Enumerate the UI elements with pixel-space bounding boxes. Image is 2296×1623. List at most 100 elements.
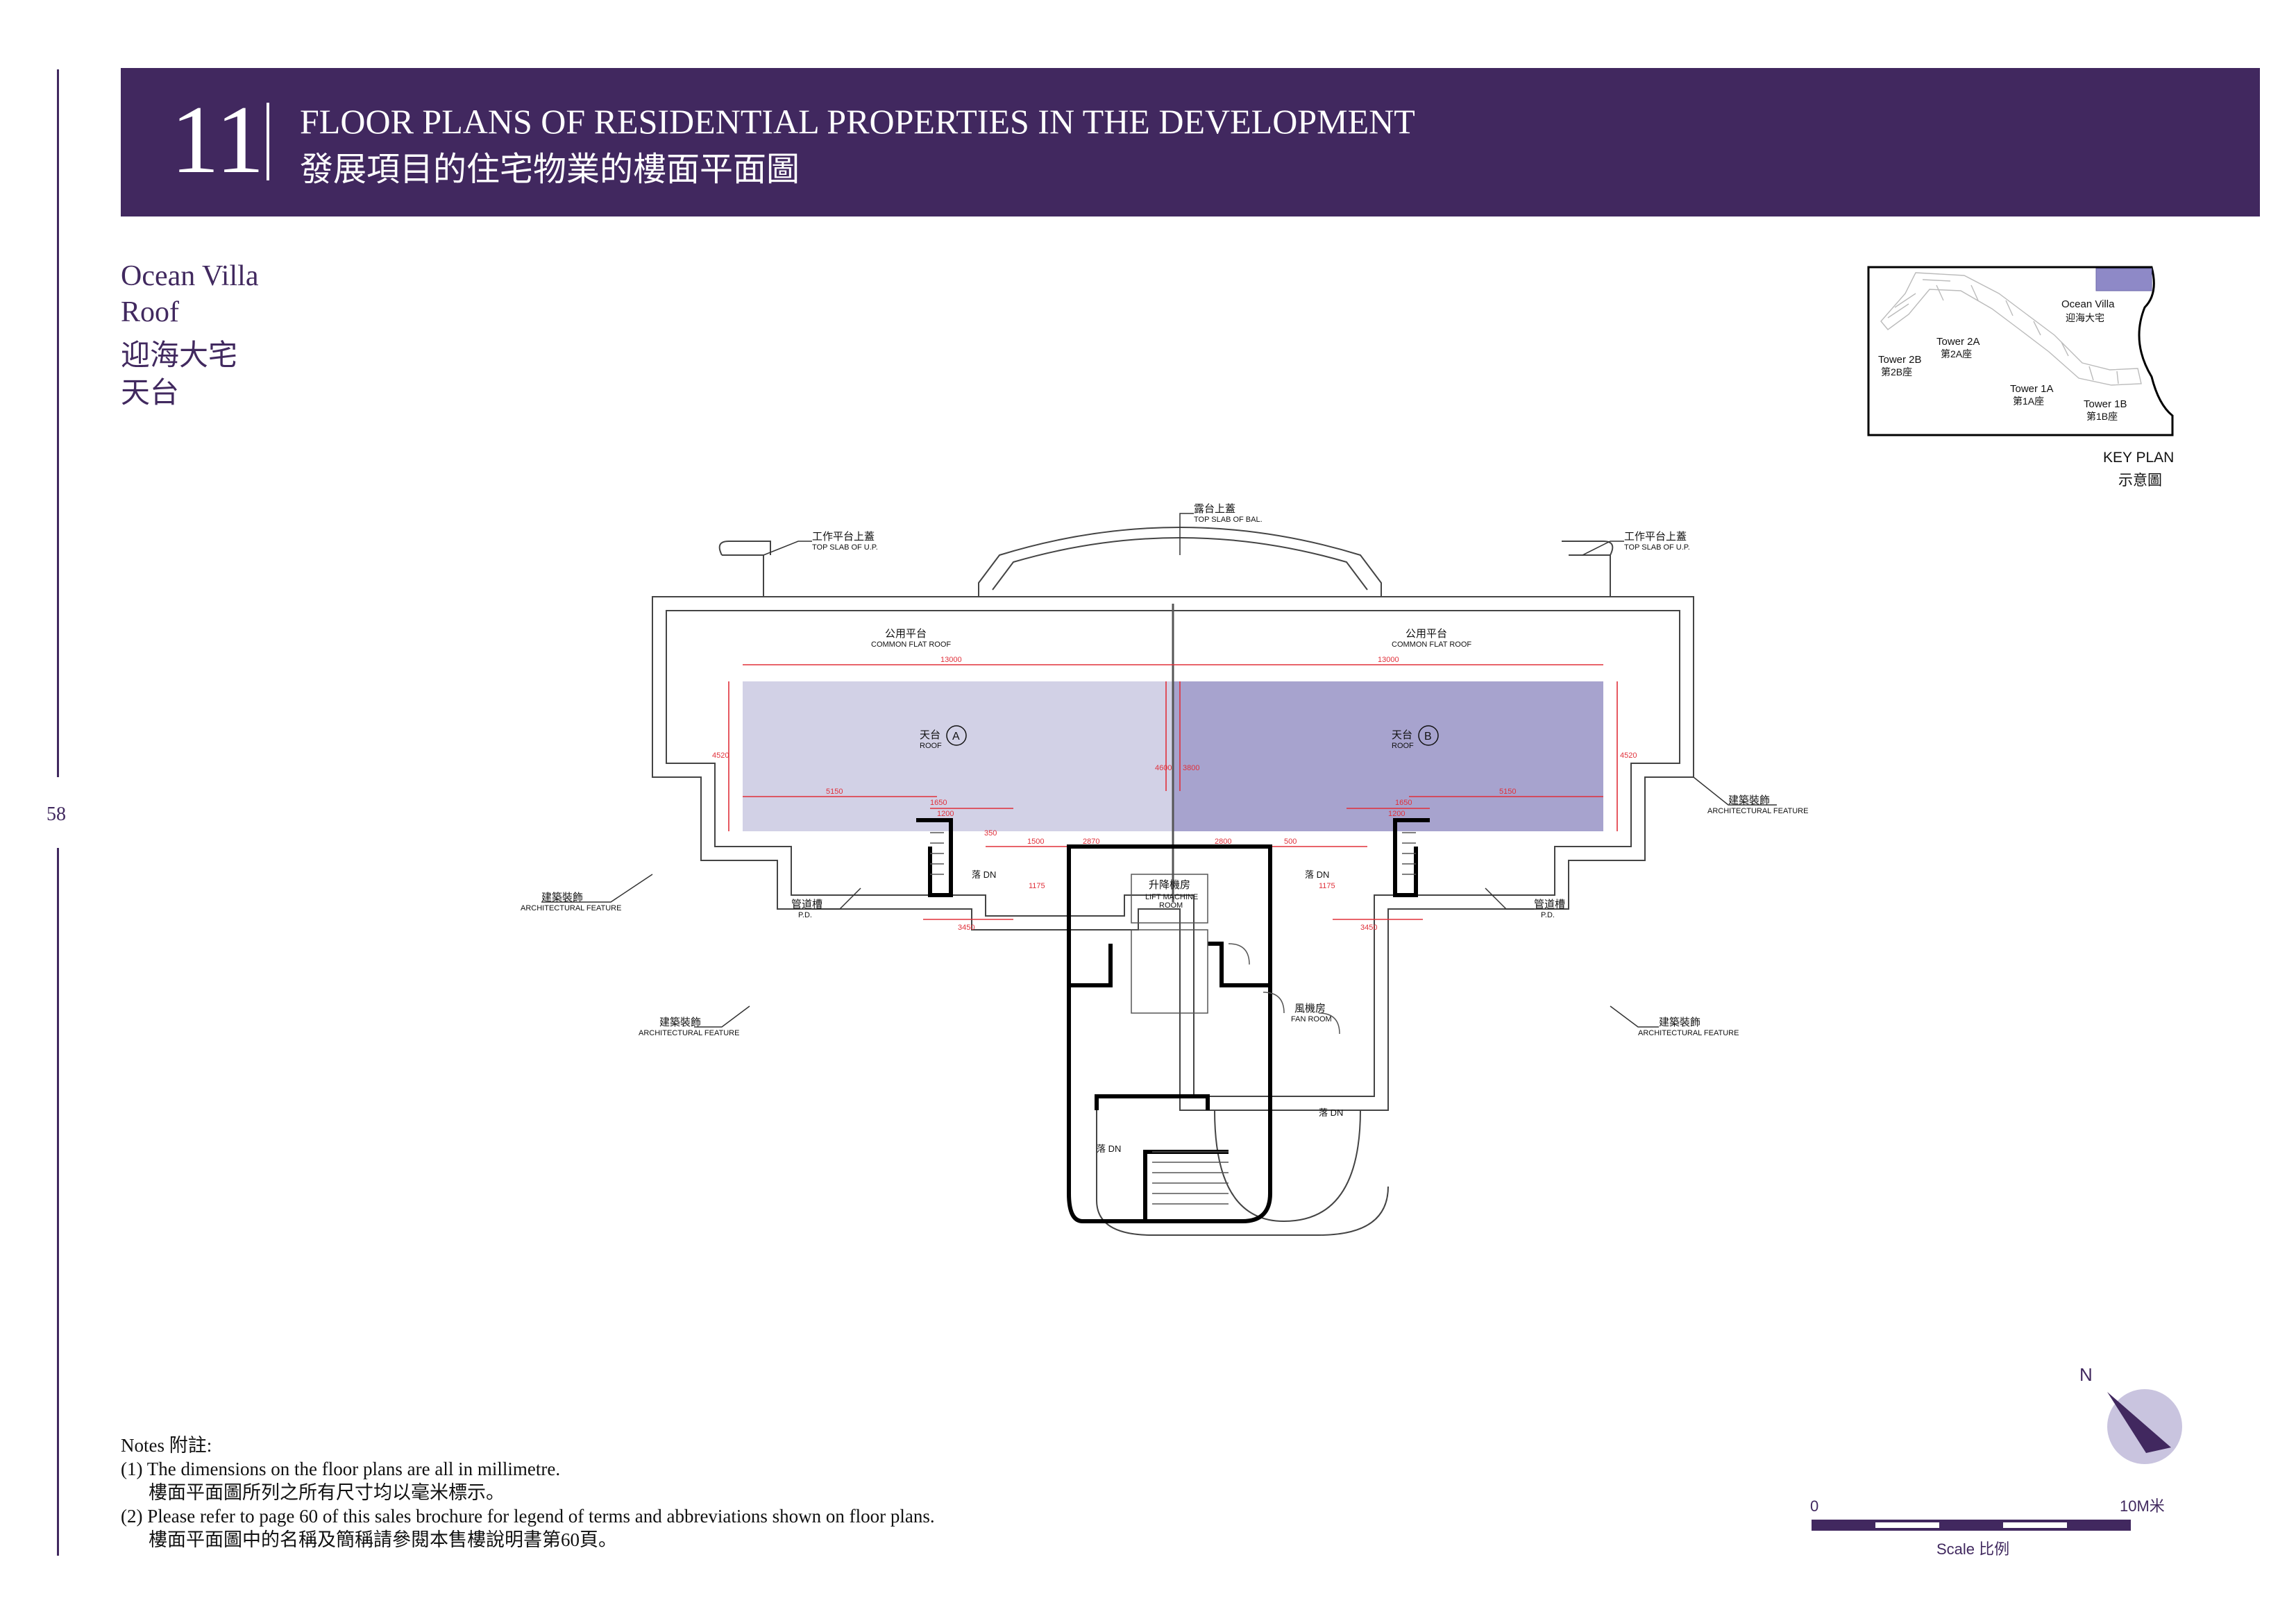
stair-down-left: 落 DN xyxy=(972,869,996,880)
dim-500: 500 xyxy=(1284,838,1297,846)
roof-b-area xyxy=(1173,681,1603,831)
stair-down-lower-right: 落 DN xyxy=(1319,1107,1343,1118)
dim-3800: 3800 xyxy=(1183,764,1199,772)
header-divider xyxy=(267,103,269,180)
top-slab-bal-en: TOP SLAB OF BAL. xyxy=(1194,516,1263,524)
scale-bar-segment-1 xyxy=(1875,1522,1939,1528)
key-plan-tower-2b-en: Tower 2B xyxy=(1878,354,1922,366)
scale-bar: 0 10M米 Scale 比例 xyxy=(1810,1497,2165,1558)
dim-5150-a: 5150 xyxy=(826,788,843,796)
pd-right-zh: 管道槽 xyxy=(1534,899,1565,910)
scale-start: 0 xyxy=(1810,1497,1818,1515)
page-number: 58 xyxy=(47,804,66,825)
dim-2870: 2870 xyxy=(1083,838,1099,846)
unit-b-marker xyxy=(1418,725,1439,746)
north-label: N xyxy=(2079,1367,2093,1385)
key-plan-ocean-villa-zh: 迎海大宅 xyxy=(2066,312,2104,323)
note-1-en: (1) The dimensions on the floor plans ar… xyxy=(121,1459,561,1479)
key-plan-tower-2a-zh: 第2A座 xyxy=(1941,348,1972,359)
roof-a-label-zh: 天台 xyxy=(920,729,940,741)
scale-bar-track xyxy=(1812,1520,2131,1531)
subtitle-building-en: Ocean Villa xyxy=(121,260,259,292)
stair-down-right: 落 DN xyxy=(1305,869,1329,880)
subtitle-floor-en: Roof xyxy=(121,296,179,328)
key-plan-ocean-villa-highlight xyxy=(2095,268,2152,291)
arch-feature-right-zh: 建築裝飾 xyxy=(1728,794,1770,806)
dim-1500: 1500 xyxy=(1027,838,1044,846)
top-slab-up-left-zh: 工作平台上蓋 xyxy=(812,531,875,543)
unit-a-marker xyxy=(946,725,967,746)
arch-feature-left-zh: 建築裝飾 xyxy=(541,891,583,903)
unit-a-letter: A xyxy=(952,731,960,742)
roof-b-label-en: ROOF xyxy=(1392,742,1414,750)
key-plan-tower-2a-en: Tower 2A xyxy=(1936,336,1980,348)
dim-4600: 4600 xyxy=(1155,764,1172,772)
arch-feature-right-en: ARCHITECTURAL FEATURE xyxy=(1707,807,1808,815)
notes-heading: Notes 附註: xyxy=(121,1435,212,1456)
dim-1175-a: 1175 xyxy=(1029,882,1045,890)
top-slab-up-left-en: TOP SLAB OF U.P. xyxy=(812,543,878,552)
pd-right-en: P.D. xyxy=(1541,911,1555,919)
key-plan-label-en: KEY PLAN xyxy=(2103,450,2175,466)
dimension-lines xyxy=(728,664,1618,920)
notes: Notes 附註: (1) The dimensions on the floo… xyxy=(121,1434,935,1552)
roof-b-label-zh: 天台 xyxy=(1392,729,1412,741)
dim-roof-width-a: 13000 xyxy=(940,656,962,664)
scale-bar-segment-2 xyxy=(2003,1522,2067,1528)
north-pointer xyxy=(2107,1392,2171,1453)
leader-lines xyxy=(541,513,1777,1028)
dim-1175-b: 1175 xyxy=(1319,882,1335,890)
stair-treads xyxy=(930,832,1416,1205)
key-plan-tower-1a-zh: 第1A座 xyxy=(2013,396,2044,407)
pd-left-en: P.D. xyxy=(798,911,812,919)
dim-roof-depth-a: 4520 xyxy=(712,751,729,760)
lift-room-en-1: LIFT MACHINE xyxy=(1145,893,1198,901)
subtitle-building-zh: 迎海大宅 xyxy=(121,340,238,372)
subtitle-floor-zh: 天台 xyxy=(121,377,180,409)
arch-feature-lower-right-zh: 建築裝飾 xyxy=(1659,1016,1700,1028)
dim-1650-b: 1650 xyxy=(1395,799,1412,807)
key-plan-tower-2b-zh: 第2B座 xyxy=(1881,366,1912,377)
dim-1200-a: 1200 xyxy=(937,810,954,818)
dim-3450-b: 3450 xyxy=(1360,924,1377,932)
key-plan-tower-1b-zh: 第1B座 xyxy=(2086,411,2118,422)
section-number: 11 xyxy=(171,86,264,194)
dim-roof-depth-b: 4520 xyxy=(1620,751,1637,760)
fan-room-zh: 風機房 xyxy=(1294,1003,1326,1014)
dim-2800: 2800 xyxy=(1215,838,1231,846)
dim-350: 350 xyxy=(984,829,997,838)
header-title-zh: 發展項目的住宅物業的樓面平面圖 xyxy=(300,151,800,188)
key-plan-label-zh: 示意圖 xyxy=(2118,473,2162,488)
lift-room-en-2: ROOM xyxy=(1159,901,1183,910)
north-arrow: N xyxy=(2079,1367,2182,1464)
top-slab-bal-zh: 露台上蓋 xyxy=(1194,503,1235,515)
stair-down-lower-left: 落 DN xyxy=(1097,1144,1121,1154)
note-2-zh: 樓面平面圖中的名稱及簡稱請參閱本售樓說明書第60頁。 xyxy=(149,1529,617,1550)
roof-a-area xyxy=(743,681,1173,831)
pd-left-zh: 管道槽 xyxy=(791,899,822,910)
unit-b-letter: B xyxy=(1424,731,1432,742)
key-plan-tower-1a-en: Tower 1A xyxy=(2010,383,2054,395)
fan-room-en: FAN ROOM xyxy=(1291,1015,1332,1023)
roof-a-label-en: ROOF xyxy=(920,742,942,750)
note-2-en: (2) Please refer to page 60 of this sale… xyxy=(121,1506,935,1527)
left-rule-bottom xyxy=(57,848,59,1556)
scale-caption: Scale 比例 xyxy=(1936,1540,2009,1558)
floor-plan: 工作平台上蓋 TOP SLAB OF U.P. 工作平台上蓋 TOP SLAB … xyxy=(521,503,1808,1236)
common-flat-roof-right-en: COMMON FLAT ROOF xyxy=(1392,640,1471,649)
arch-feature-lower-right-en: ARCHITECTURAL FEATURE xyxy=(1638,1029,1739,1037)
header-title-en: FLOOR PLANS OF RESIDENTIAL PROPERTIES IN… xyxy=(300,102,1415,141)
dim-1650-a: 1650 xyxy=(930,799,947,807)
common-flat-roof-right-zh: 公用平台 xyxy=(1406,628,1447,640)
dim-1200-b: 1200 xyxy=(1388,810,1405,818)
common-flat-roof-left-zh: 公用平台 xyxy=(885,628,927,640)
top-slab-up-right-zh: 工作平台上蓋 xyxy=(1624,531,1687,543)
top-slab-up-right-en: TOP SLAB OF U.P. xyxy=(1624,543,1690,552)
dim-3450-a: 3450 xyxy=(958,924,974,932)
arch-feature-lower-left-en: ARCHITECTURAL FEATURE xyxy=(639,1029,739,1037)
key-plan-buildings xyxy=(1880,272,2142,386)
note-1-zh: 樓面平面圖所列之所有尺寸均以毫米標示。 xyxy=(149,1482,505,1503)
key-plan-tower-1b-en: Tower 1B xyxy=(2084,398,2127,410)
header-band xyxy=(121,68,2260,216)
common-flat-roof-left-en: COMMON FLAT ROOF xyxy=(871,640,951,649)
